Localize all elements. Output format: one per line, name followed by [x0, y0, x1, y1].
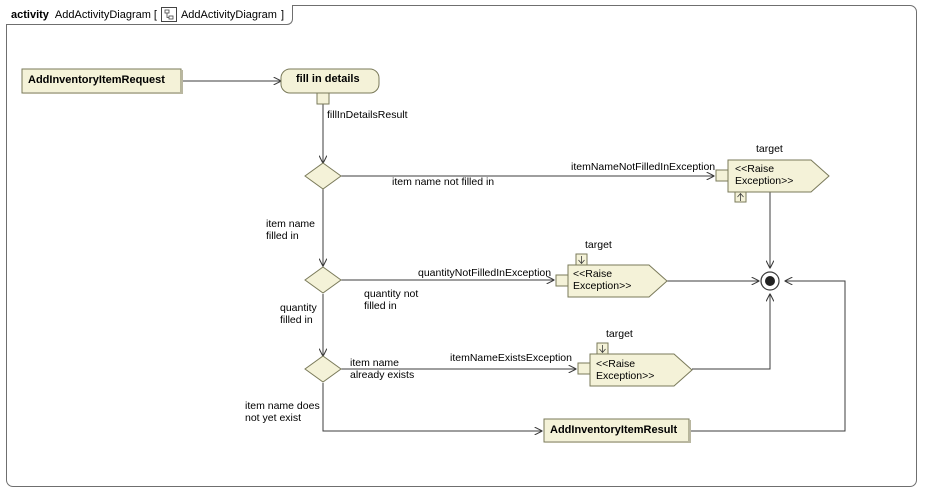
fill-output-pin	[316, 92, 330, 105]
qty-not-filled-object-label: quantityNotFilledInException	[418, 267, 552, 279]
not-exists-guard-2: not yet exist	[245, 412, 302, 424]
fill-details-action	[280, 68, 380, 94]
raise-exception-action-3	[589, 353, 693, 387]
not-exists-guard-1: item name does	[245, 400, 320, 412]
name-filled-guard-1: item name	[266, 218, 316, 230]
frame-ref-name: AddActivityDiagram	[180, 8, 277, 21]
diagram-reference-icon	[160, 7, 177, 22]
qty-filled-guard-1: quantity	[280, 302, 317, 314]
raise1-line1: <<Raise	[735, 163, 775, 175]
name-not-filled-object-label: itemNameNotFilledInException	[571, 161, 716, 173]
raise-exception-action-1	[727, 159, 830, 193]
activity-frame	[6, 5, 917, 487]
flow-final-icon	[760, 271, 780, 291]
fill-result-pin-label: fillInDetailsResult	[327, 109, 408, 121]
exists-guard-2: already exists	[350, 369, 415, 381]
raise2-target-label: target	[585, 239, 612, 251]
decision-item-exists	[304, 355, 342, 383]
qty-filled-guard-2: filled in	[280, 314, 313, 326]
result-parameter-label: AddInventoryItemResult	[550, 424, 678, 436]
qty-not-filled-guard-2: filled in	[364, 300, 397, 312]
raise1-line2: Exception>>	[735, 175, 794, 187]
frame-bracket-close: ]	[280, 8, 285, 21]
flow-raise3-to-final	[692, 294, 770, 370]
fill-details-label: fill in details	[296, 73, 360, 85]
raise3-line1: <<Raise	[596, 358, 636, 370]
raise1-input-pin	[715, 169, 729, 182]
frame-name: AddActivityDiagram	[54, 8, 151, 21]
raise3-input-pin	[577, 362, 591, 375]
exists-guard-1: item name	[350, 357, 400, 369]
decision-quantity	[304, 266, 342, 294]
name-filled-guard-2: filled in	[266, 230, 299, 242]
exists-object-label: itemNameExistsException	[450, 352, 572, 364]
frame-bracket-open: [	[153, 8, 157, 21]
raise1-target-label: target	[756, 143, 783, 155]
raise3-target-label: target	[606, 328, 633, 340]
raise-exception-action-2	[567, 264, 668, 298]
raise2-line2: Exception>>	[573, 280, 632, 292]
decision-item-name	[304, 162, 342, 190]
raise3-line2: Exception>>	[596, 370, 655, 382]
flow-result-to-final	[689, 281, 846, 432]
raise2-input-pin	[555, 274, 569, 287]
name-not-filled-guard: item name not filled in	[392, 176, 495, 188]
qty-not-filled-guard-1: quantity not	[364, 288, 419, 300]
frame-keyword: activity	[11, 8, 49, 21]
start-parameter-label: AddInventoryItemRequest	[28, 74, 165, 86]
flow-decision3-to-result	[322, 383, 542, 431]
raise2-line1: <<Raise	[573, 268, 613, 280]
frame-header: activity AddActivityDiagram [ AddActivit…	[6, 5, 294, 25]
